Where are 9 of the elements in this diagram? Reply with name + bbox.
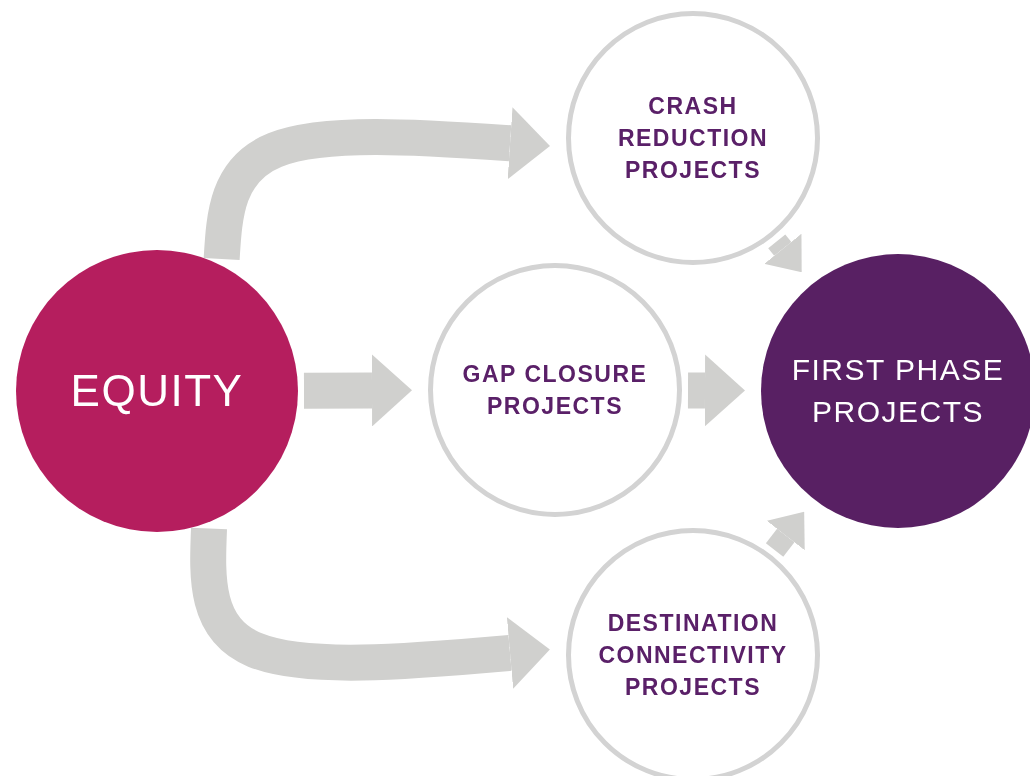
node-label: EQUITY	[70, 365, 244, 418]
arrow	[764, 233, 802, 273]
node-label: GAP CLOSURE PROJECTS	[461, 359, 649, 421]
arrow	[765, 511, 805, 557]
node-label: DESTINATION CONNECTIVITY PROJECTS	[597, 608, 789, 703]
node-label: FIRST PHASE PROJECTS	[790, 352, 1006, 430]
node-label: CRASH REDUCTION PROJECTS	[616, 91, 770, 186]
arrow	[687, 354, 745, 427]
arrow	[303, 354, 412, 427]
